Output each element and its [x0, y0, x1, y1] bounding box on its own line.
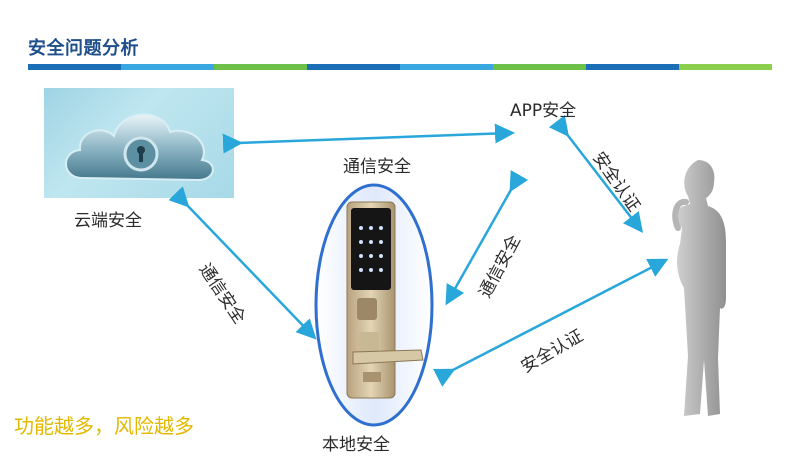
risk-slogan: 功能越多，风险越多 — [14, 410, 194, 439]
app-security-label: APP安全 — [510, 96, 576, 121]
arrow-cloud-app — [238, 133, 510, 143]
local-security-label: 本地安全 — [322, 430, 390, 455]
edge-label-cloud-app: 通信安全 — [343, 152, 411, 177]
cloud-security-label: 云端安全 — [74, 206, 142, 231]
